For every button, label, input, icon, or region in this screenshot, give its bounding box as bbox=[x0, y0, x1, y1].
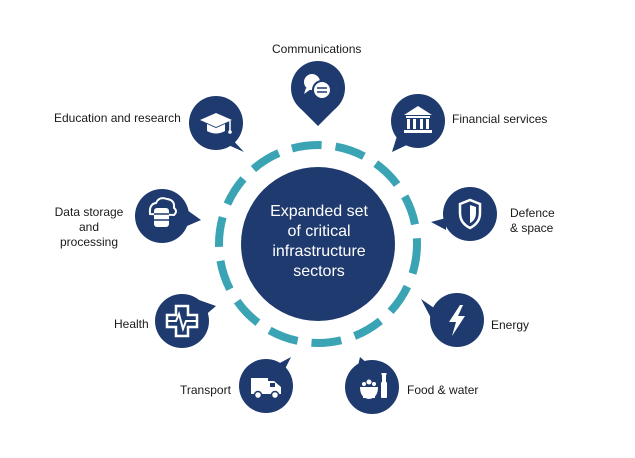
food-bowl-bottle-icon bbox=[360, 373, 387, 399]
lightning-bolt-icon bbox=[449, 305, 465, 336]
sector-food-water bbox=[345, 357, 399, 414]
label-communications: Communications bbox=[272, 42, 362, 56]
sector-data-storage bbox=[135, 189, 201, 243]
center-line-4: sectors bbox=[293, 263, 345, 280]
center-line-1: Expanded set bbox=[270, 203, 368, 220]
center-circle bbox=[241, 167, 395, 321]
sector-defence-space bbox=[431, 187, 497, 241]
sector-transport bbox=[239, 357, 293, 413]
label-transport: Transport bbox=[180, 383, 231, 397]
sector-health bbox=[155, 294, 216, 348]
label-food-water: Food & water bbox=[407, 383, 479, 397]
delivery-truck-icon bbox=[251, 378, 281, 400]
center-line-2: of critical bbox=[287, 223, 351, 240]
dashed-ring bbox=[215, 141, 421, 347]
sector-energy bbox=[421, 293, 484, 347]
chat-bubbles-icon bbox=[304, 74, 332, 100]
shield-icon bbox=[458, 198, 482, 230]
label-financial-services: Financial services bbox=[452, 112, 548, 126]
label-health: Health bbox=[114, 317, 149, 331]
label-education-research: Education and research bbox=[54, 111, 181, 125]
center-line-3: infrastructure bbox=[272, 243, 366, 260]
label-defence-space: Defence & space bbox=[510, 206, 555, 235]
sector-financial-services bbox=[391, 94, 445, 152]
sector-education-research bbox=[189, 96, 244, 152]
sector-communications bbox=[291, 61, 345, 126]
label-energy: Energy bbox=[491, 318, 530, 332]
medical-cross-heartbeat-icon bbox=[165, 304, 199, 338]
cloud-database-icon bbox=[148, 197, 177, 227]
label-data-storage: Data storage and processing bbox=[54, 205, 124, 249]
center-title: Expanded set of critical infrastructure … bbox=[240, 202, 398, 282]
bank-building-icon bbox=[404, 106, 432, 133]
graduation-cap-icon bbox=[200, 113, 232, 134]
